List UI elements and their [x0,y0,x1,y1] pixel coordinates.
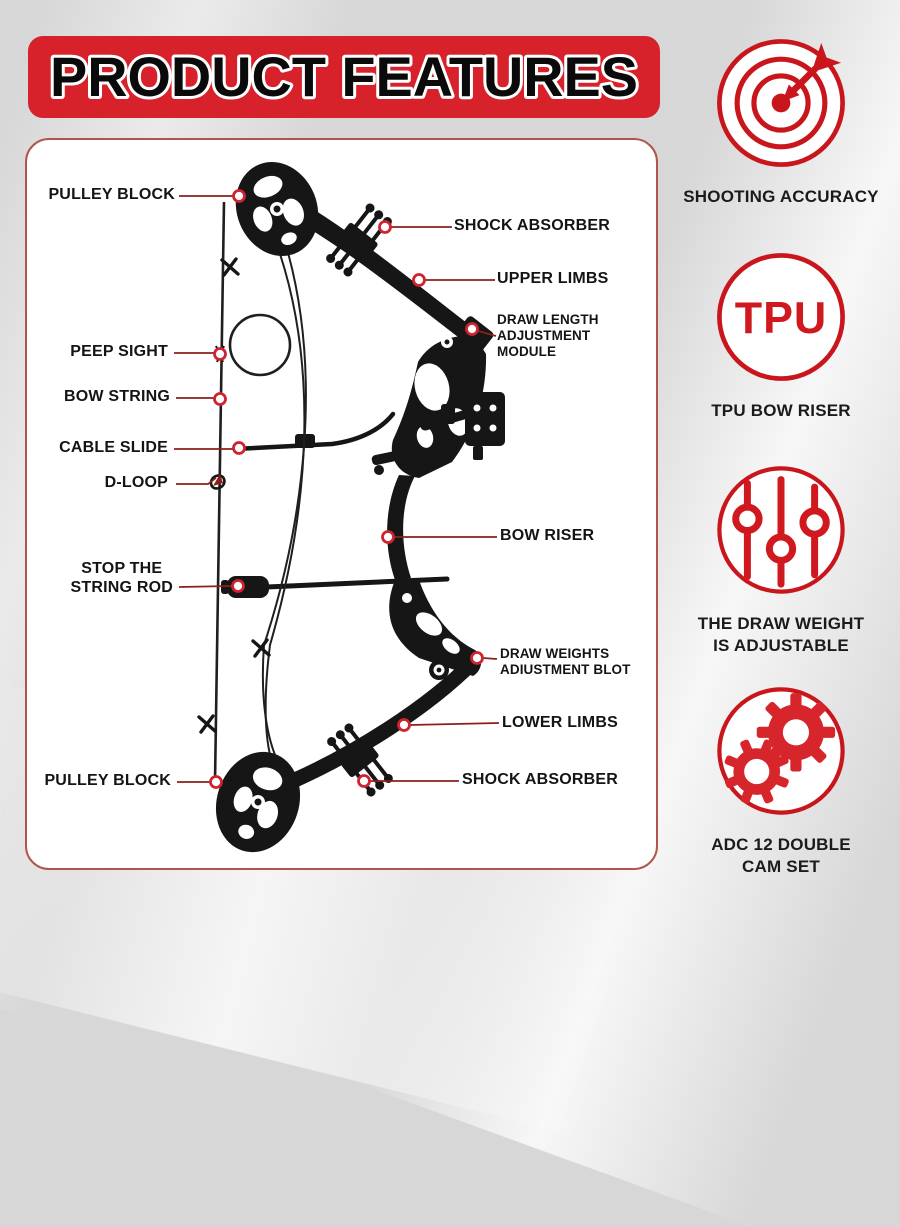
arrow-rest-knob [374,465,384,475]
compound-bow-illustration [197,162,505,853]
label-cable-slide: CABLE SLIDE [59,439,168,456]
sliders-icon [711,460,851,600]
label-stop-the-string-rod: STOP THE STRING ROD [70,560,173,596]
feature-label: ADC 12 DOUBLE CAM SET [711,835,851,877]
label-draw-length-module: DRAW LENGTH ADJUSTMENT MODULE [497,312,599,359]
limb-pivot-center [436,667,442,673]
bow-string-line [213,201,226,783]
feature-label: SHOOTING ACCURACY [683,187,879,206]
string-stop-cap [221,580,229,594]
label-upper-limbs: UPPER LIMBS [497,270,609,287]
title-banner: PRODUCT FEATURES [28,36,660,118]
top-cam-pulley [235,162,319,256]
riser-cutout [403,362,415,374]
riser-bolt-center [444,339,450,345]
label-lower-limbs: LOWER LIMBS [502,714,618,731]
feature-shooting-accuracy: SHOOTING ACCURACY [662,33,900,208]
features-column: SHOOTING ACCURACY TPU TPU BOW RISER [662,0,900,900]
gears-icon [711,681,851,821]
label-draw-weights-bolt: DRAW WEIGHTS ADIUSTMENT BLOT [500,646,631,677]
label-shock-absorber-top: SHOCK ABSORBER [454,217,610,234]
d-loop-arrowhead [213,474,223,486]
cable-release-loop [228,313,292,377]
feature-label: THE DRAW WEIGHT IS ADJUSTABLE [697,614,865,656]
label-peep-sight: PEEP SIGHT [70,343,168,360]
label-d-loop: D-LOOP [104,474,168,491]
target-icon [711,33,851,173]
feature-double-cam-set: ADC 12 DOUBLE CAM SET [662,681,900,878]
label-bow-riser: BOW RISER [500,527,595,544]
bottom-cam-pulley [215,751,301,853]
feature-label: TPU BOW RISER [711,401,851,420]
label-pulley-block-top: PULLEY BLOCK [48,186,175,203]
page-title: PRODUCT FEATURES [50,45,638,108]
bow-diagram [174,162,505,853]
riser-grip [387,475,415,580]
lower-limb [287,654,481,788]
riser-cutout [402,593,412,603]
label-pulley-block-bottom: PULLEY BLOCK [44,772,171,789]
feature-tpu-bow-riser: TPU TPU BOW RISER [662,247,900,422]
tpu-badge-text: TPU [735,293,827,343]
tpu-badge-icon: TPU [711,247,851,387]
label-bow-string: BOW STRING [64,388,170,405]
label-shock-absorber-bottom: SHOCK ABSORBER [462,771,618,788]
feature-draw-weight-adjustable: THE DRAW WEIGHT IS ADJUSTABLE [662,460,900,657]
features-panel: PULLEY BLOCK SHOCK ABSORBER UPPER LIMBS … [25,138,658,870]
title-text-svg: PRODUCT FEATURES [47,42,641,111]
